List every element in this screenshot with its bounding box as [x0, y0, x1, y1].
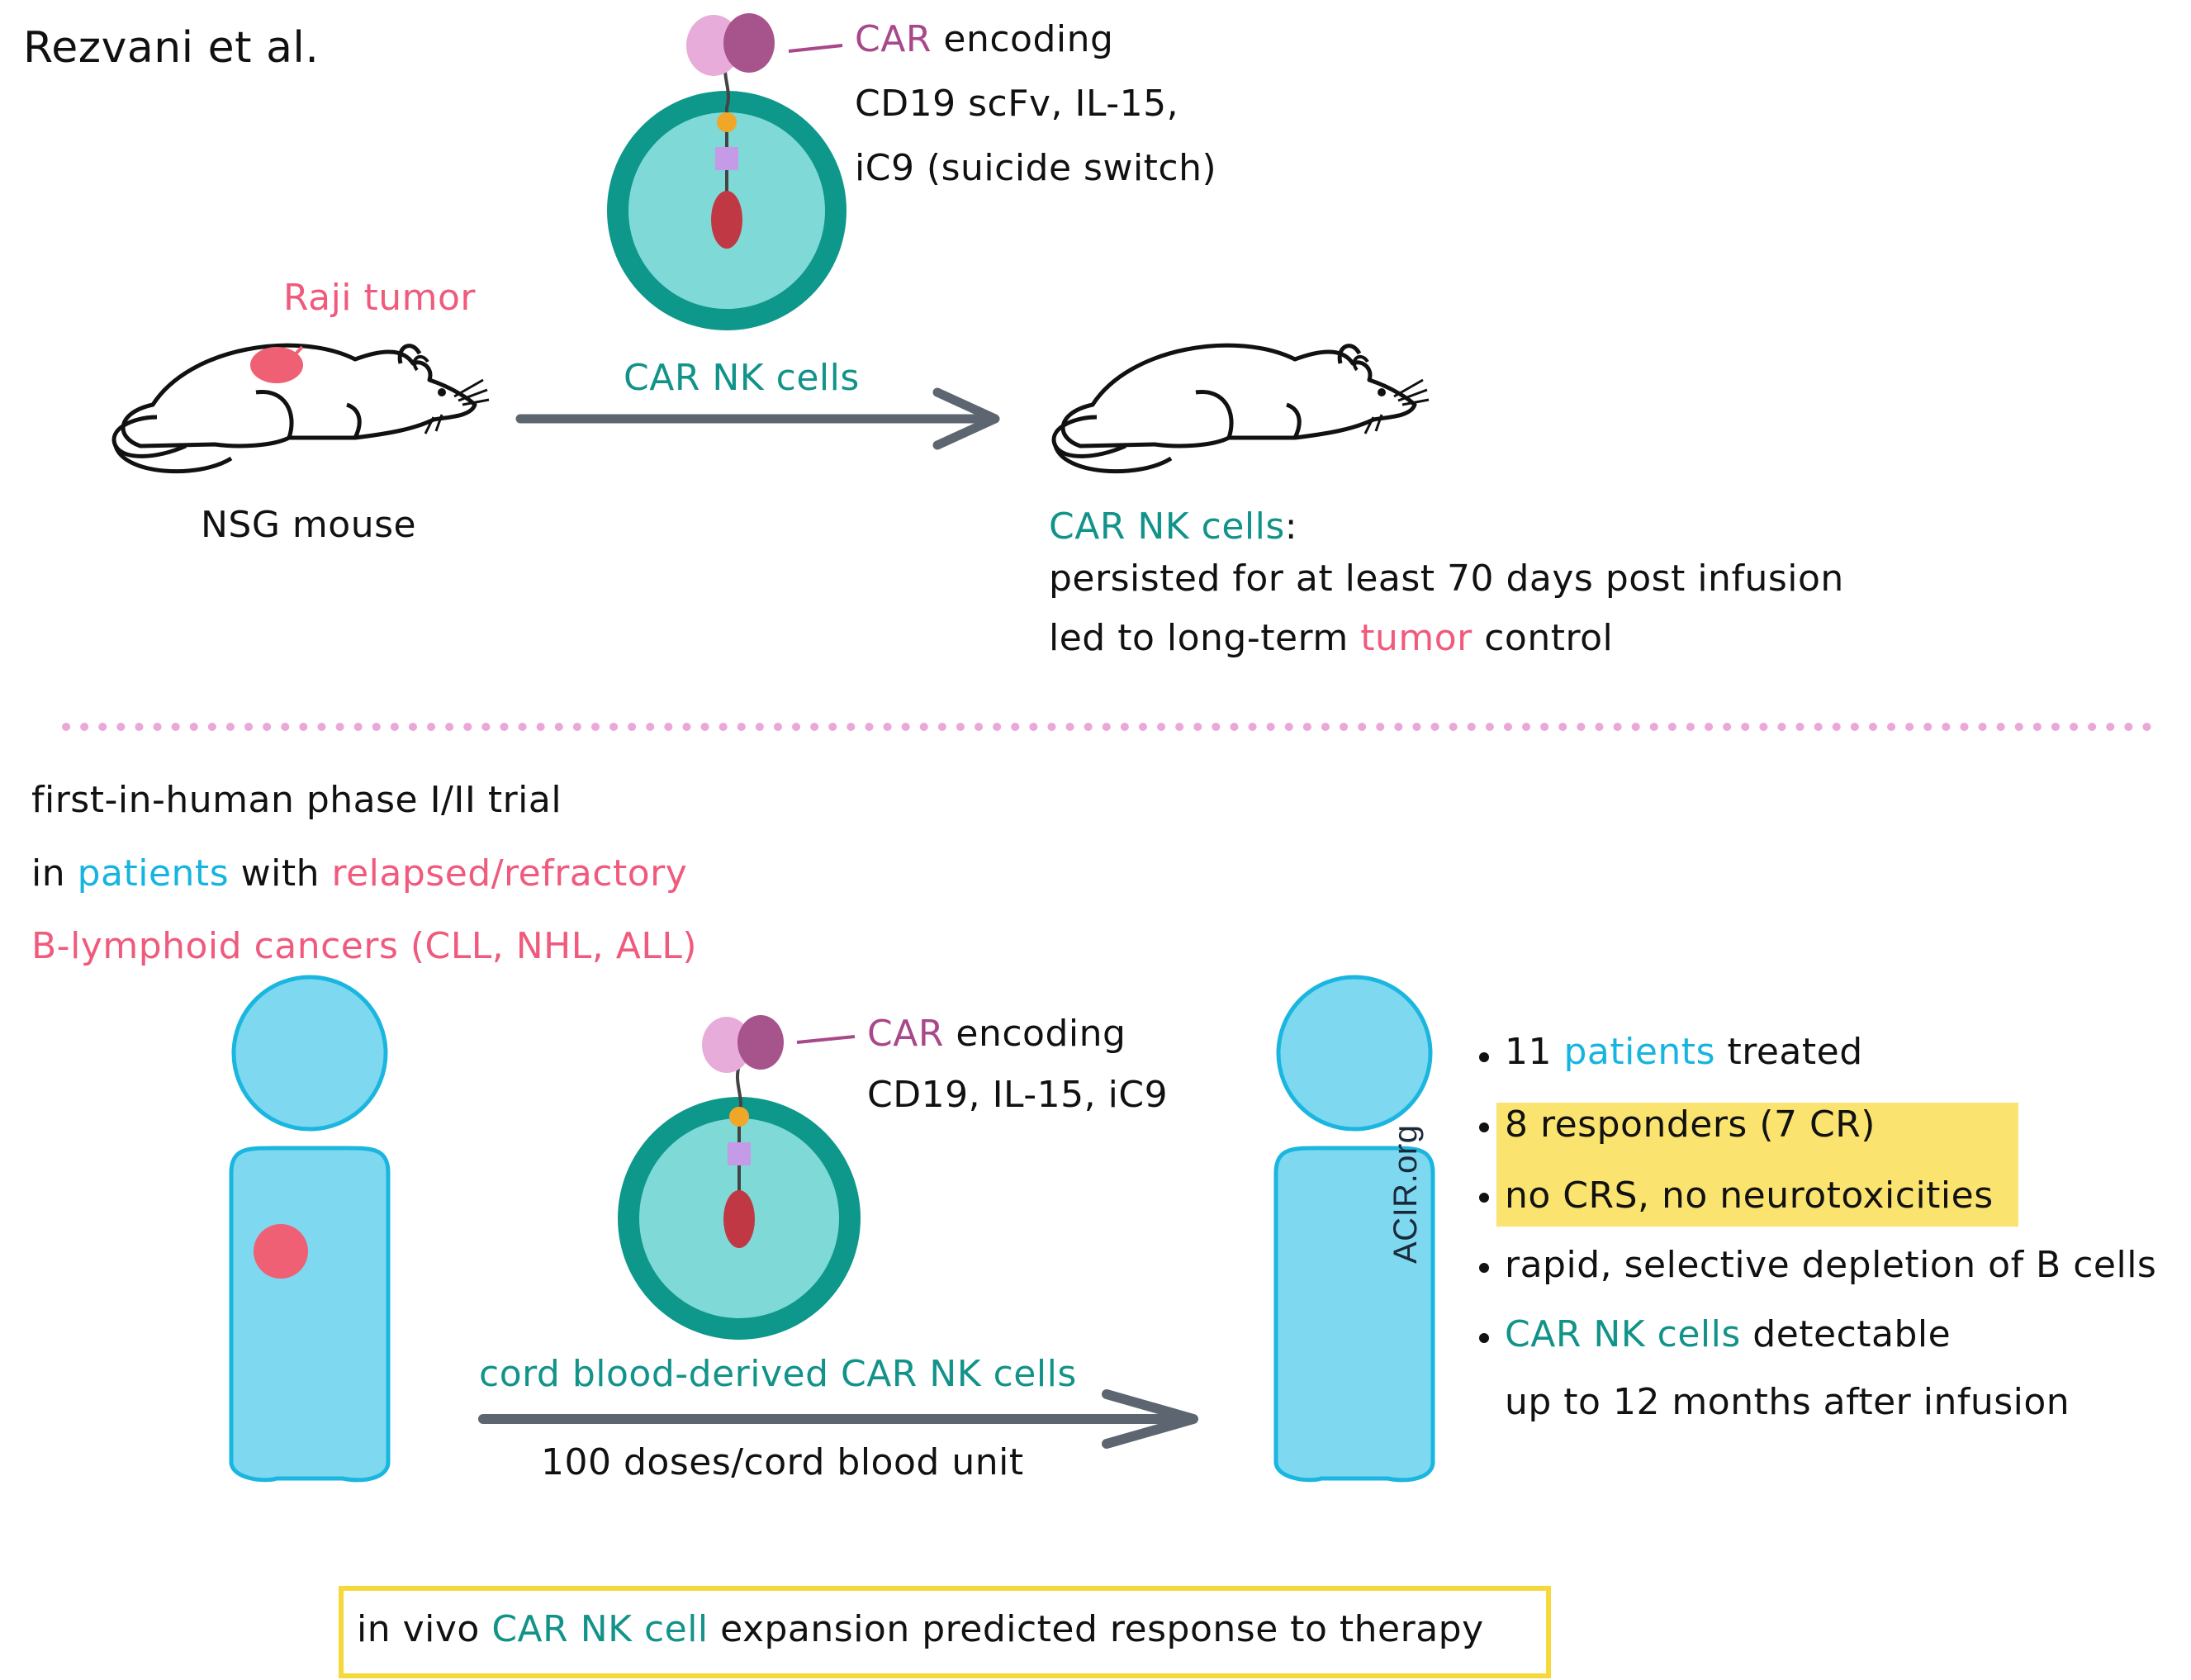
result-line2-a: led to long-term: [1049, 617, 1361, 659]
b1-a: 11: [1505, 1031, 1564, 1073]
il15-dot: [717, 112, 737, 132]
treated-mouse-illustration: [1054, 345, 1429, 471]
result-bullet-safety: no CRS, no neurotoxicities: [1505, 1175, 1994, 1217]
arrow-sublabel-bottom: 100 doses/cord blood unit: [541, 1441, 1024, 1483]
result-bullets: [1479, 1052, 1489, 1343]
footer-c: expansion predicted response to therapy: [708, 1608, 1484, 1650]
b1-c: treated: [1715, 1031, 1863, 1073]
trial-line2-c: with: [229, 852, 332, 895]
tumor-label: Raji tumor: [283, 277, 477, 319]
arrow-to-treated-mouse: [515, 387, 1000, 450]
arrow-label-bottom: cord blood-derived CAR NK cells: [479, 1353, 1077, 1395]
result-line2-c: control: [1472, 617, 1614, 659]
trial-line2-a: in: [31, 852, 78, 895]
result-bullet-depletion: rapid, selective depletion of B cells: [1505, 1244, 2157, 1286]
trial-line1: first-in-human phase I/II trial: [31, 779, 562, 821]
car-line3-top: iC9 (suicide switch): [855, 147, 1217, 189]
nsg-mouse-illustration: [114, 345, 489, 471]
acir-watermark: ACIR.org: [1387, 1124, 1424, 1265]
result-line2-tumor: tumor: [1360, 617, 1473, 659]
result-bullet-detectable-line2: up to 12 months after infusion: [1505, 1381, 2070, 1423]
car-nk-cell-top: [607, 13, 847, 330]
footer-car-nk: CAR NK cell: [491, 1608, 709, 1650]
result-line1: persisted for at least 70 days post infu…: [1049, 558, 1844, 600]
result-head-text: CAR NK cells: [1049, 505, 1285, 548]
car-encoding-text: encoding: [943, 18, 1114, 60]
result-colon: :: [1284, 505, 1298, 548]
arrow-label-top: CAR NK cells: [624, 357, 860, 399]
car-nk-cell-bottom: [618, 1015, 861, 1340]
ic9-square: [715, 147, 738, 170]
arrow-to-patient-after: [478, 1389, 1198, 1449]
patient-figure-after: [1273, 975, 1435, 1483]
mouse-label: NSG mouse: [201, 504, 417, 546]
car-line2-top: CD19 scFv, IL-15,: [855, 83, 1179, 125]
trial-relapsed: relapsed/refractory: [331, 852, 688, 895]
trial-patients: patients: [77, 852, 230, 895]
patient-tumor-mark: [254, 1224, 308, 1279]
scfv-heavy-domain: [723, 13, 775, 73]
footer-a: in vivo: [357, 1608, 492, 1650]
tumor-pointer-line: [283, 345, 304, 367]
result-bullet-patients: 11 patients treated: [1505, 1031, 1863, 1073]
car-line2-bottom: CD19, IL-15, iC9: [867, 1074, 1169, 1116]
patient-figure-before: [229, 975, 391, 1483]
b5-detectable: detectable: [1740, 1313, 1952, 1355]
conclusion-box: [339, 1586, 1551, 1678]
car-label-bottom: CAR: [867, 1013, 944, 1055]
b5-car-nk: CAR NK cells: [1505, 1313, 1741, 1355]
car-pointer-top: [788, 44, 843, 53]
result-bullet-responders: 8 responders (7 CR): [1505, 1103, 1876, 1146]
car-description-top: CAR encoding: [855, 18, 1113, 60]
car-label: CAR: [855, 18, 932, 60]
responders-highlight: [1496, 1103, 2018, 1227]
b1-patients: patients: [1563, 1031, 1715, 1073]
header-title: Rezvani et al.: [23, 23, 320, 73]
trial-line2: in patients with relapsed/refractory: [31, 852, 687, 895]
car-pointer-bottom: [796, 1035, 856, 1044]
raji-tumor-mark: [250, 347, 303, 383]
car-description-bottom: CAR encoding: [867, 1013, 1126, 1055]
conclusion-text: in vivo CAR NK cell expansion predicted …: [357, 1608, 1484, 1650]
result-line2: led to long-term tumor control: [1049, 617, 1613, 659]
result-bullet-detectable: CAR NK cells detectable: [1505, 1313, 1951, 1355]
trial-line3: B-lymphoid cancers (CLL, NHL, ALL): [31, 925, 698, 967]
signaling-domain: [711, 191, 742, 249]
result-heading: CAR NK cells:: [1049, 505, 1297, 548]
car-encoding-bottom: encoding: [956, 1013, 1126, 1055]
